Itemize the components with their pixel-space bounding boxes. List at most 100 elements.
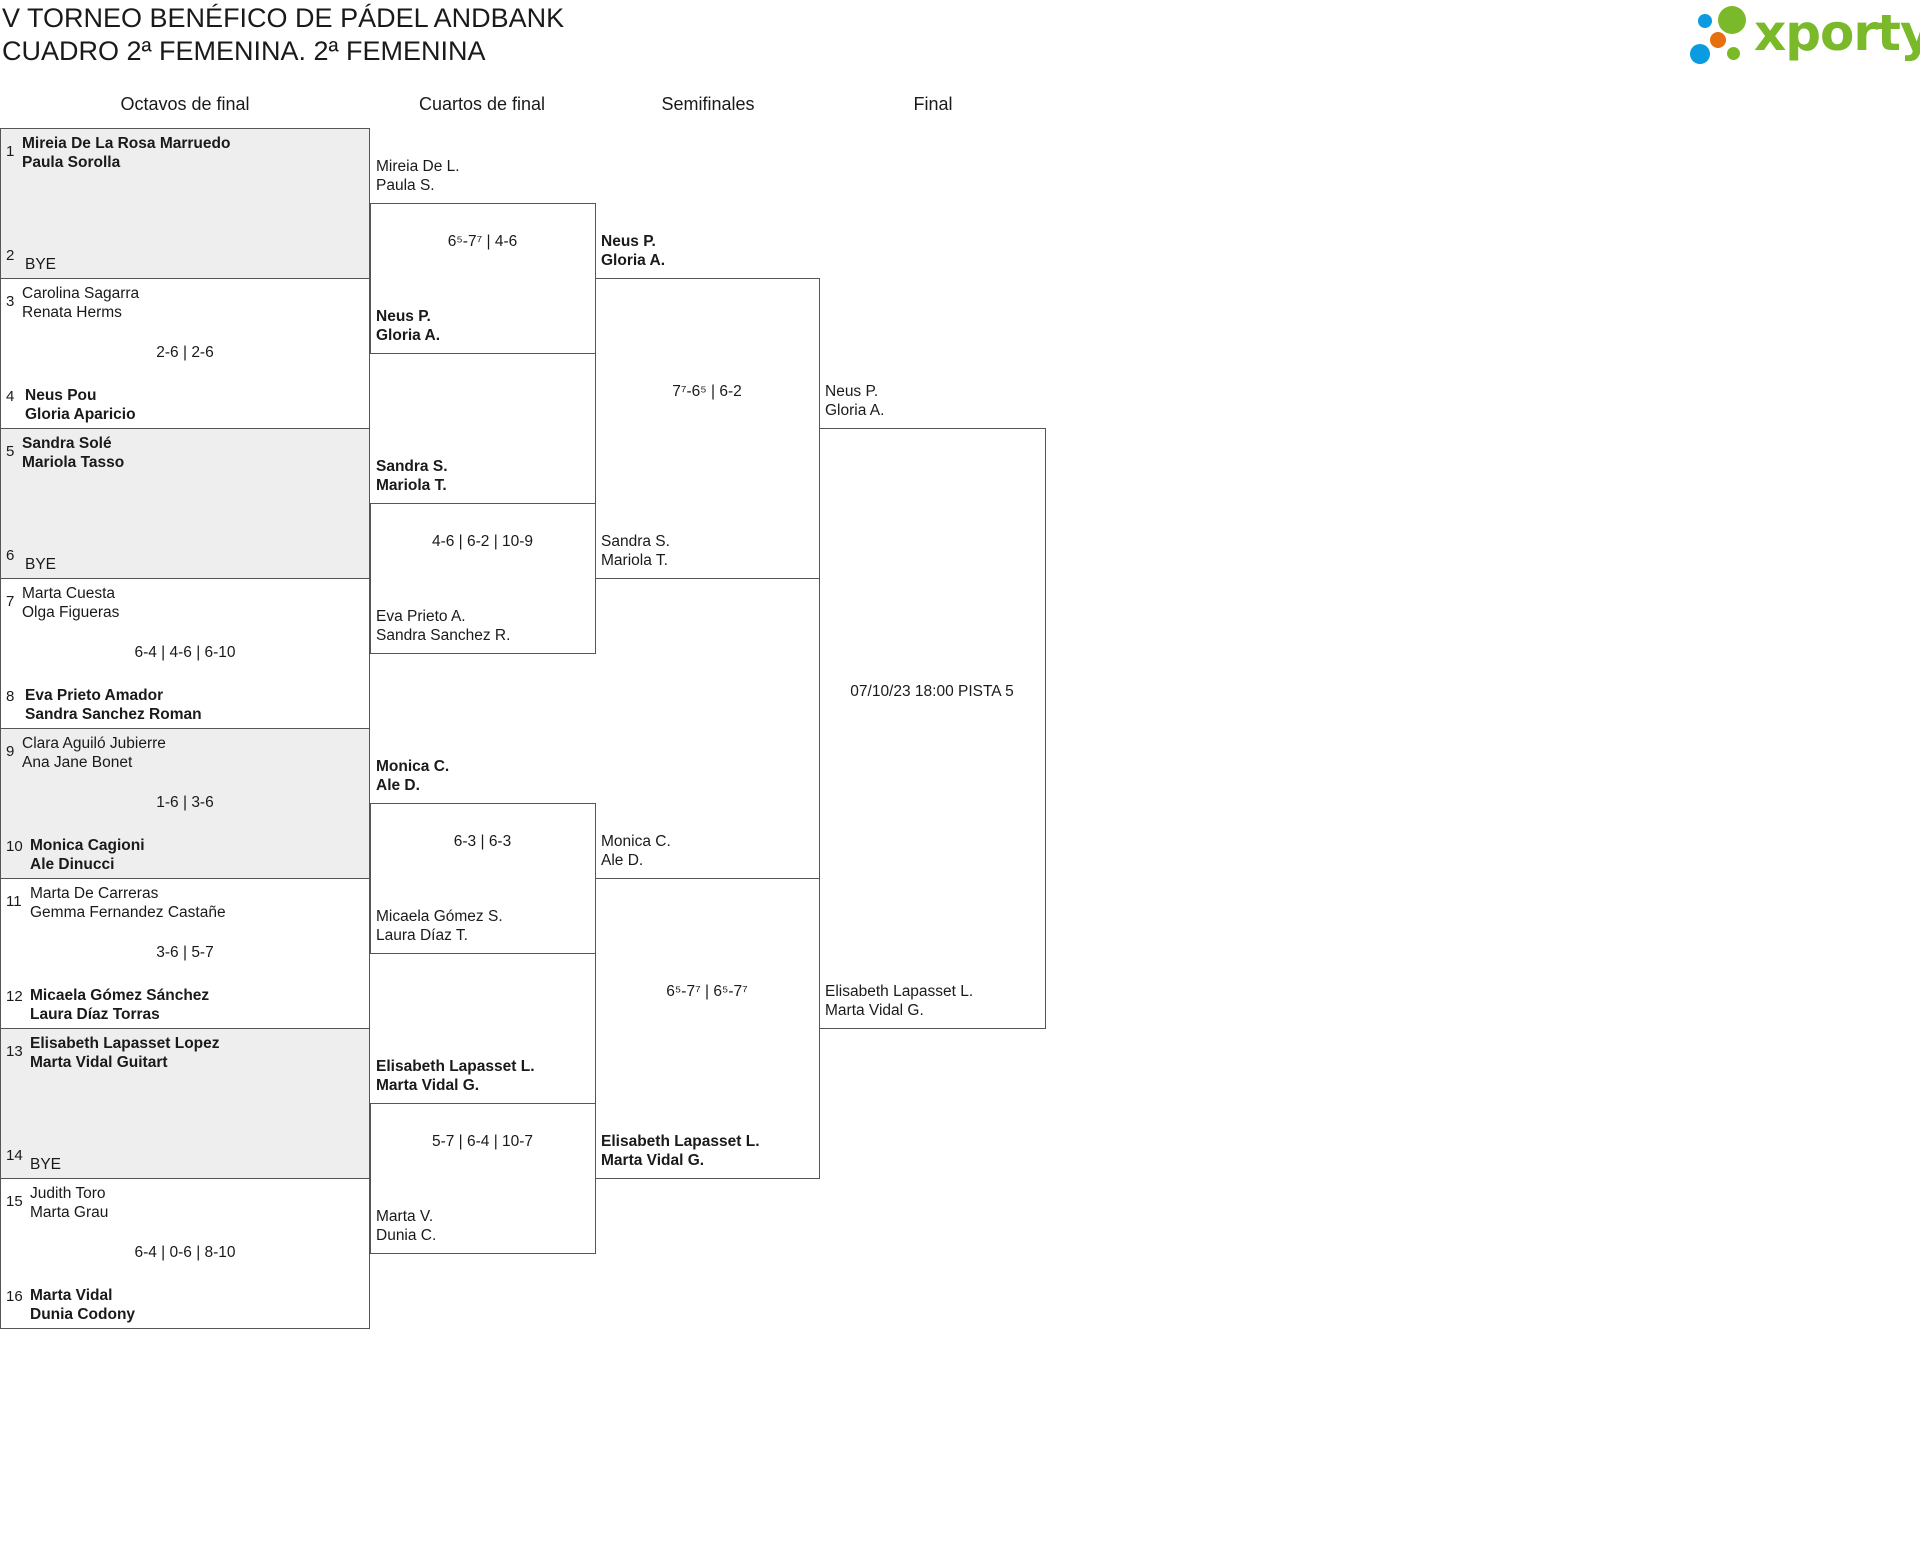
player-name: Marta Vidal bbox=[30, 1287, 113, 1304]
match-score: 3-6 | 5-7 bbox=[156, 944, 214, 961]
player-name: Marta Cuesta bbox=[22, 585, 116, 602]
player-name: BYE bbox=[25, 256, 57, 273]
team-entry: Neus P.Gloria A. bbox=[376, 307, 440, 345]
player-name: Ana Jane Bonet bbox=[22, 754, 133, 771]
seed-number: 13 bbox=[6, 1043, 23, 1060]
player-name: Marta Vidal G. bbox=[825, 1002, 924, 1019]
logo-dot-icon bbox=[1727, 47, 1740, 60]
match-score: 6-3 | 6-3 bbox=[453, 833, 512, 850]
team-entry: Elisabeth Lapasset L.Marta Vidal G. bbox=[601, 1132, 760, 1170]
seed-number: 5 bbox=[6, 443, 15, 460]
player-name: Micaela Gómez S. bbox=[376, 908, 503, 925]
team-entry: Neus P. Gloria A. bbox=[825, 382, 884, 420]
xporty-logo: xporty bbox=[1690, 4, 1920, 68]
player-name: Elisabeth Lapasset L. bbox=[376, 1058, 535, 1075]
player-name: Sandra Solé bbox=[22, 435, 112, 452]
match-score: 7⁷-6⁵ | 6-2 bbox=[672, 383, 742, 400]
player-name: Olga Figueras bbox=[22, 604, 120, 621]
seed-number: 1 bbox=[6, 143, 15, 160]
player-name: BYE bbox=[25, 556, 57, 573]
seed-number: 2 bbox=[6, 247, 15, 264]
seed-number: 8 bbox=[6, 688, 15, 705]
player-name: Mariola Tasso bbox=[22, 454, 125, 471]
player-name: BYE bbox=[30, 1156, 62, 1173]
team-entry: BYE bbox=[25, 555, 56, 574]
player-name: Mireia De La Rosa Marruedo bbox=[22, 135, 231, 152]
player-name: Dunia Codony bbox=[30, 1306, 136, 1323]
match-box-octavos bbox=[0, 728, 370, 879]
team-entry: Monica C.Ale D. bbox=[601, 832, 671, 870]
player-name: Paula S. bbox=[376, 177, 435, 194]
player-name: Carolina Sagarra bbox=[22, 285, 140, 302]
player-name: Sandra Sanchez R. bbox=[376, 627, 511, 644]
seed-number: 14 bbox=[6, 1147, 23, 1164]
player-name: Gloria A. bbox=[825, 402, 885, 419]
player-name: Marta V. bbox=[376, 1208, 434, 1225]
player-name: Sandra S. bbox=[376, 458, 448, 475]
player-name: Monica Cagioni bbox=[30, 837, 145, 854]
player-name: Gemma Fernandez Castañe bbox=[30, 904, 226, 921]
match-score: 4-6 | 6-2 | 10-9 bbox=[431, 533, 534, 550]
player-name: Laura Díaz T. bbox=[376, 927, 468, 944]
player-name: Judith Toro bbox=[30, 1185, 106, 1202]
team-entry: Elisabeth Lapasset L. Marta Vidal G. bbox=[825, 982, 973, 1020]
team-entry: BYE bbox=[25, 255, 56, 274]
match-score: 5-7 | 6-4 | 10-7 bbox=[431, 1133, 534, 1150]
player-name: Eva Prieto Amador bbox=[25, 687, 164, 704]
match-box-octavos bbox=[0, 1028, 370, 1179]
round-header-semifinales: Semifinales bbox=[661, 94, 755, 114]
logo-dot-icon bbox=[1718, 6, 1746, 34]
team-entry: Sandra S. Mariola T. bbox=[601, 532, 670, 570]
team-entry: BYE bbox=[30, 1155, 61, 1174]
player-name: Dunia C. bbox=[376, 1227, 437, 1244]
team-entry: Elisabeth Lapasset L.Marta Vidal G. bbox=[376, 1057, 535, 1095]
player-name: Elisabeth Lapasset L. bbox=[825, 983, 974, 1000]
match-box-octavos bbox=[0, 128, 370, 279]
logo-dot-icon bbox=[1710, 32, 1726, 48]
player-name: Mariola T. bbox=[601, 552, 668, 569]
player-name: Gloria Aparicio bbox=[25, 406, 136, 423]
match-score: 6-4 | 0-6 | 8-10 bbox=[134, 1244, 236, 1261]
match-box-octavos bbox=[0, 428, 370, 579]
player-name: Micaela Gómez Sánchez bbox=[30, 987, 210, 1004]
team-entry: Monica C.Ale D. bbox=[376, 757, 449, 795]
round-header-octavos: Octavos de final bbox=[120, 94, 250, 114]
player-name: Neus P. bbox=[601, 233, 656, 250]
player-name: Monica C. bbox=[601, 833, 671, 850]
player-name: Marta Vidal Guitart bbox=[30, 1054, 168, 1071]
logo-wordmark: xporty bbox=[1754, 4, 1920, 62]
match-box-final bbox=[819, 428, 1046, 1029]
player-name: Monica C. bbox=[376, 758, 450, 775]
player-name: Mireia De L. bbox=[376, 158, 460, 175]
player-name: Mariola T. bbox=[376, 477, 447, 494]
player-name: Elisabeth Lapasset Lopez bbox=[30, 1035, 220, 1052]
player-name: Laura Díaz Torras bbox=[30, 1006, 160, 1023]
player-name: Clara Aguiló Jubierre bbox=[22, 735, 166, 752]
player-name: Neus P. bbox=[825, 383, 879, 400]
seed-number: 7 bbox=[6, 593, 15, 610]
seed-number: 10 bbox=[6, 838, 23, 855]
player-name: Gloria A. bbox=[376, 327, 441, 344]
player-name: Sandra Sanchez Roman bbox=[25, 706, 202, 723]
team-entry: Neus P.Gloria A. bbox=[601, 232, 665, 270]
player-name: Sandra S. bbox=[601, 533, 670, 550]
tournament-title: V TORNEO BENÉFICO DE PÁDEL ANDBANK bbox=[2, 3, 565, 33]
match-score: 6⁵-7⁷ | 6⁵-7⁷ bbox=[666, 983, 748, 1000]
player-name: Ale Dinucci bbox=[30, 856, 115, 873]
draw-title: CUADRO 2ª FEMENINA. 2ª FEMENINA bbox=[2, 36, 486, 66]
team-entry: Sandra S. Mariola T. bbox=[376, 457, 448, 495]
team-entry: Eva Prieto A.Sandra Sanchez R. bbox=[376, 607, 510, 645]
match-box-octavos bbox=[0, 1178, 370, 1329]
round-header-cuartos: Cuartos de final bbox=[418, 94, 546, 114]
player-name: Paula Sorolla bbox=[22, 154, 121, 171]
match-score: 6⁵-7⁷ | 4-6 bbox=[447, 233, 518, 250]
match-score: 2-6 | 2-6 bbox=[156, 344, 214, 361]
player-name: Elisabeth Lapasset L. bbox=[601, 1133, 760, 1150]
seed-number: 16 bbox=[6, 1288, 23, 1305]
team-entry: Micaela Gómez S. Laura Díaz T. bbox=[376, 907, 503, 945]
